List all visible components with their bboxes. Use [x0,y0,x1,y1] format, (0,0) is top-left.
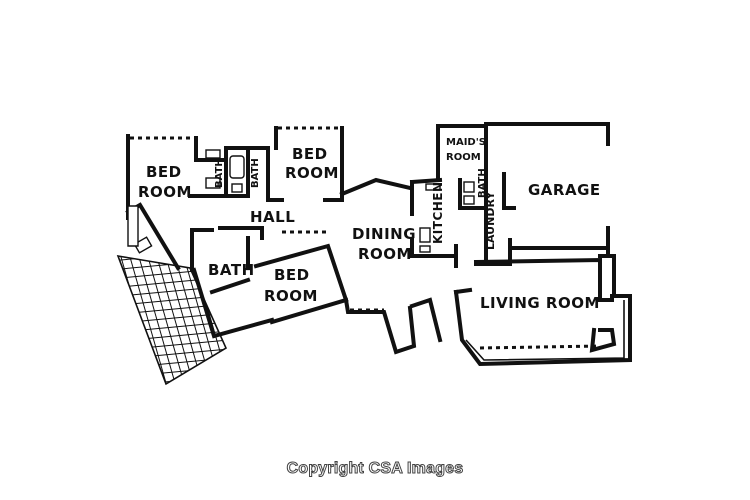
terrace-grid-line [154,256,196,384]
terrace-grid-line [118,356,226,370]
living-room-label: LIVING ROOM [480,294,600,312]
terrace-grid-line [118,320,226,334]
bedroom-1-label-line2: ROOM [138,183,192,201]
terrace-grid-line [118,302,226,316]
bedroom-3-label-line2: ROOM [264,287,318,305]
bath-3-label: BATH [208,261,255,279]
copyright-watermark: Copyright CSA Images [286,460,464,478]
room-labels: BED ROOM BATH BATH BED ROOM HALL BATH BE… [138,137,601,312]
terrace-grid-line [145,256,187,384]
terrace-grid-line [118,374,226,384]
bath-1-label: BATH [214,158,225,188]
bedroom-1-label-line1: BED [146,163,182,181]
maids-label-line2: ROOM [446,152,481,163]
bedroom-2-label-line2: ROOM [285,164,339,182]
terrace-grid-line [118,338,226,352]
fixtures [127,149,475,254]
dining-label-line1: DINING [352,225,416,243]
terrace-grid-line [163,256,205,384]
kitchen-label: KITCHEN [431,181,445,244]
terrace-grid-line [118,365,226,379]
bedroom-2-label-line1: BED [292,145,328,163]
maids-label-line1: MAID'S [446,137,486,148]
laundry-label: LAUNDRY [484,191,497,250]
dining-label-line2: ROOM [358,245,412,263]
garage-label: GARAGE [528,181,601,199]
bath-2-label: BATH [250,158,261,188]
bedroom-3-label-line1: BED [274,266,310,284]
bath-4-label: BATH [477,168,488,198]
terrace-grid-line [118,256,151,384]
walls [125,122,632,367]
terrace-grid-line [118,293,226,307]
terrace-grid-line [118,311,226,325]
hall-label: HALL [250,208,295,226]
terrace-grid-line [118,256,226,262]
